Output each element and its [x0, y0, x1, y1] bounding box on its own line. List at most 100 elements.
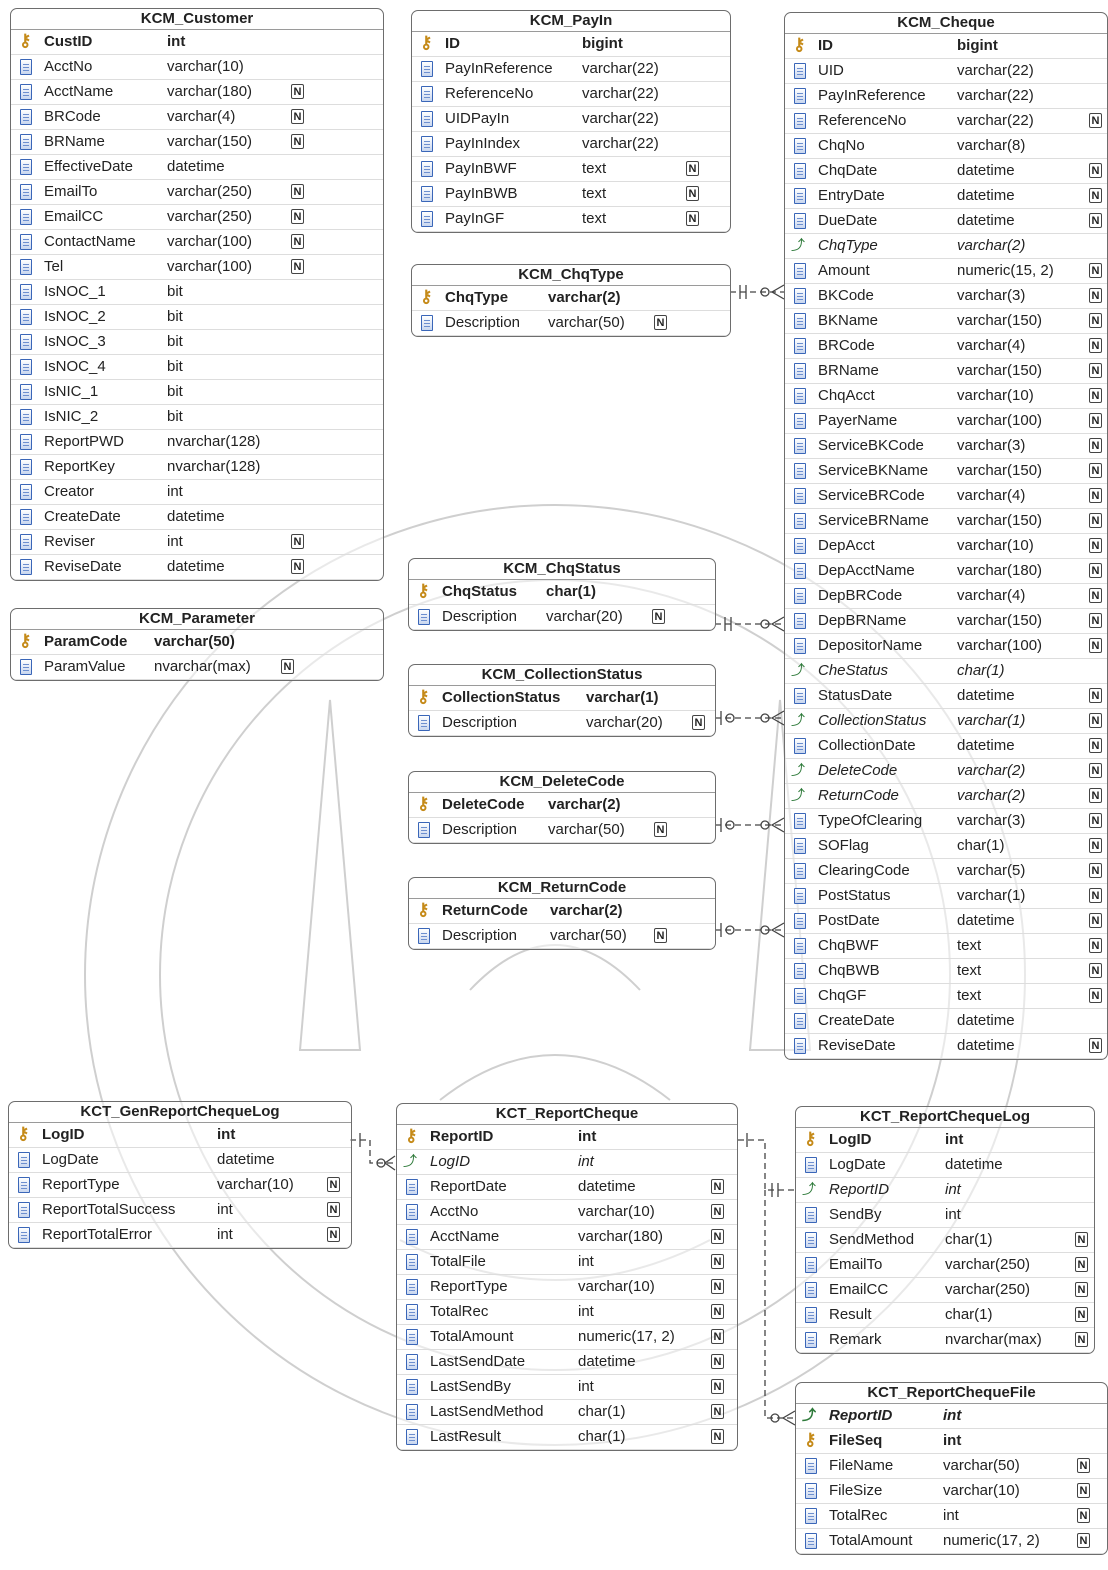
- table-kcm-chqstatus[interactable]: KCM_ChqStatus⚷ChqStatuschar(1)Descriptio…: [408, 558, 716, 631]
- column-row[interactable]: DepAcctvarchar(10)N: [785, 534, 1107, 559]
- column-row[interactable]: ⤴ChqTypevarchar(2): [785, 234, 1107, 259]
- column-row[interactable]: ⤴LogIDint: [397, 1150, 737, 1175]
- column-row[interactable]: AcctNamevarchar(180)N: [11, 80, 383, 105]
- column-row[interactable]: LastSendMethodchar(1)N: [397, 1400, 737, 1425]
- column-row[interactable]: ReviserintN: [11, 530, 383, 555]
- column-row[interactable]: Descriptionvarchar(50)N: [409, 818, 715, 843]
- column-row[interactable]: IsNIC_2bit: [11, 405, 383, 430]
- column-row[interactable]: EntryDatedatetimeN: [785, 184, 1107, 209]
- column-row[interactable]: ⤴DeleteCodevarchar(2)N: [785, 759, 1107, 784]
- column-row[interactable]: ⚷LogIDint: [9, 1123, 351, 1148]
- table-kcm-returncode[interactable]: KCM_ReturnCode⚷ReturnCodevarchar(2)Descr…: [408, 877, 716, 950]
- table-kcm-deletecode[interactable]: KCM_DeleteCode⚷DeleteCodevarchar(2)Descr…: [408, 771, 716, 844]
- column-row[interactable]: ⚷CollectionStatusvarchar(1): [409, 686, 715, 711]
- column-row[interactable]: FileNamevarchar(50)N: [796, 1454, 1107, 1479]
- column-row[interactable]: ReviseDatedatetimeN: [785, 1034, 1107, 1059]
- column-row[interactable]: Telvarchar(100)N: [11, 255, 383, 280]
- column-row[interactable]: ⚷ParamCodevarchar(50): [11, 630, 383, 655]
- column-row[interactable]: ReportTypevarchar(10)N: [397, 1275, 737, 1300]
- column-row[interactable]: PayInIndexvarchar(22): [412, 132, 730, 157]
- column-row[interactable]: IsNIC_1bit: [11, 380, 383, 405]
- column-row[interactable]: DueDatedatetimeN: [785, 209, 1107, 234]
- column-row[interactable]: ParamValuenvarchar(max)N: [11, 655, 383, 680]
- column-row[interactable]: ⚷LogIDint: [796, 1128, 1094, 1153]
- table-kct-reportchequefile[interactable]: KCT_ReportChequeFile⤴ReportIDint⚷FileSeq…: [795, 1382, 1108, 1555]
- column-row[interactable]: AcctNovarchar(10)N: [397, 1200, 737, 1225]
- column-row[interactable]: ReportDatedatetimeN: [397, 1175, 737, 1200]
- column-row[interactable]: EmailTovarchar(250)N: [796, 1253, 1094, 1278]
- column-row[interactable]: EffectiveDatedatetime: [11, 155, 383, 180]
- table-kcm-cheque[interactable]: KCM_Cheque⚷IDbigintUIDvarchar(22)PayInRe…: [784, 12, 1108, 1060]
- column-row[interactable]: UIDPayInvarchar(22): [412, 107, 730, 132]
- column-row[interactable]: LastSendDatedatetimeN: [397, 1350, 737, 1375]
- column-row[interactable]: ReportTypevarchar(10)N: [9, 1173, 351, 1198]
- column-row[interactable]: ChqBWFtextN: [785, 934, 1107, 959]
- column-row[interactable]: ChqBWBtextN: [785, 959, 1107, 984]
- column-row[interactable]: ReportTotalSuccessintN: [9, 1198, 351, 1223]
- table-kcm-parameter[interactable]: KCM_Parameter⚷ParamCodevarchar(50)ParamV…: [10, 608, 384, 681]
- column-row[interactable]: Descriptionvarchar(50)N: [409, 924, 715, 949]
- column-row[interactable]: ReferenceNovarchar(22)N: [785, 109, 1107, 134]
- column-row[interactable]: IsNOC_4bit: [11, 355, 383, 380]
- column-row[interactable]: ReviseDatedatetimeN: [11, 555, 383, 580]
- column-row[interactable]: TypeOfClearingvarchar(3)N: [785, 809, 1107, 834]
- column-row[interactable]: AcctNamevarchar(180)N: [397, 1225, 737, 1250]
- column-row[interactable]: SOFlagchar(1)N: [785, 834, 1107, 859]
- column-row[interactable]: ⚷ReturnCodevarchar(2): [409, 899, 715, 924]
- column-row[interactable]: ⚷IDbigint: [412, 32, 730, 57]
- column-row[interactable]: DepBRCodevarchar(4)N: [785, 584, 1107, 609]
- column-row[interactable]: IsNOC_3bit: [11, 330, 383, 355]
- column-row[interactable]: SendMethodchar(1)N: [796, 1228, 1094, 1253]
- column-row[interactable]: ⚷ChqTypevarchar(2): [412, 286, 730, 311]
- column-row[interactable]: FileSizevarchar(10)N: [796, 1479, 1107, 1504]
- table-kcm-payin[interactable]: KCM_PayIn⚷IDbigintPayInReferencevarchar(…: [411, 10, 731, 233]
- column-row[interactable]: TotalRecintN: [796, 1504, 1107, 1529]
- column-row[interactable]: ⤴CheStatuschar(1): [785, 659, 1107, 684]
- column-row[interactable]: BRCodevarchar(4)N: [11, 105, 383, 130]
- column-row[interactable]: EmailCCvarchar(250)N: [796, 1278, 1094, 1303]
- column-row[interactable]: ⤴ReportIDint: [796, 1404, 1107, 1429]
- column-row[interactable]: BKNamevarchar(150)N: [785, 309, 1107, 334]
- column-row[interactable]: ChqDatedatetimeN: [785, 159, 1107, 184]
- column-row[interactable]: Creatorint: [11, 480, 383, 505]
- column-row[interactable]: StatusDatedatetimeN: [785, 684, 1107, 709]
- column-row[interactable]: ChqNovarchar(8): [785, 134, 1107, 159]
- column-row[interactable]: ReportKeynvarchar(128): [11, 455, 383, 480]
- column-row[interactable]: ChqGFtextN: [785, 984, 1107, 1009]
- column-row[interactable]: PayInBWBtextN: [412, 182, 730, 207]
- column-row[interactable]: PayInGFtextN: [412, 207, 730, 232]
- column-row[interactable]: BRNamevarchar(150)N: [785, 359, 1107, 384]
- column-row[interactable]: TotalRecintN: [397, 1300, 737, 1325]
- column-row[interactable]: ContactNamevarchar(100)N: [11, 230, 383, 255]
- column-row[interactable]: CreateDatedatetime: [785, 1009, 1107, 1034]
- column-row[interactable]: Resultchar(1)N: [796, 1303, 1094, 1328]
- column-row[interactable]: PostStatusvarchar(1)N: [785, 884, 1107, 909]
- column-row[interactable]: ServiceBRNamevarchar(150)N: [785, 509, 1107, 534]
- column-row[interactable]: ReferenceNovarchar(22): [412, 82, 730, 107]
- column-row[interactable]: LogDatedatetime: [796, 1153, 1094, 1178]
- column-row[interactable]: TotalAmountnumeric(17, 2)N: [796, 1529, 1107, 1554]
- column-row[interactable]: DepBRNamevarchar(150)N: [785, 609, 1107, 634]
- column-row[interactable]: Remarknvarchar(max)N: [796, 1328, 1094, 1353]
- column-row[interactable]: LastResultchar(1)N: [397, 1425, 737, 1450]
- column-row[interactable]: BKCodevarchar(3)N: [785, 284, 1107, 309]
- column-row[interactable]: ServiceBKCodevarchar(3)N: [785, 434, 1107, 459]
- column-row[interactable]: ⚷IDbigint: [785, 34, 1107, 59]
- table-kcm-collectionstatus[interactable]: KCM_CollectionStatus⚷CollectionStatusvar…: [408, 664, 716, 737]
- column-row[interactable]: ⚷ChqStatuschar(1): [409, 580, 715, 605]
- column-row[interactable]: ChqAcctvarchar(10)N: [785, 384, 1107, 409]
- column-row[interactable]: Descriptionvarchar(20)N: [409, 711, 715, 736]
- column-row[interactable]: ServiceBKNamevarchar(150)N: [785, 459, 1107, 484]
- column-row[interactable]: ⚷DeleteCodevarchar(2): [409, 793, 715, 818]
- column-row[interactable]: Amountnumeric(15, 2)N: [785, 259, 1107, 284]
- column-row[interactable]: DepositorNamevarchar(100)N: [785, 634, 1107, 659]
- table-kct-genreportchequelog[interactable]: KCT_GenReportChequeLog⚷LogIDintLogDateda…: [8, 1101, 352, 1249]
- column-row[interactable]: TotalFileintN: [397, 1250, 737, 1275]
- column-row[interactable]: ⚷FileSeqint: [796, 1429, 1107, 1454]
- column-row[interactable]: PayInBWFtextN: [412, 157, 730, 182]
- column-row[interactable]: DepAcctNamevarchar(180)N: [785, 559, 1107, 584]
- column-row[interactable]: PayInReferencevarchar(22): [785, 84, 1107, 109]
- column-row[interactable]: EmailCCvarchar(250)N: [11, 205, 383, 230]
- column-row[interactable]: BRNamevarchar(150)N: [11, 130, 383, 155]
- column-row[interactable]: IsNOC_2bit: [11, 305, 383, 330]
